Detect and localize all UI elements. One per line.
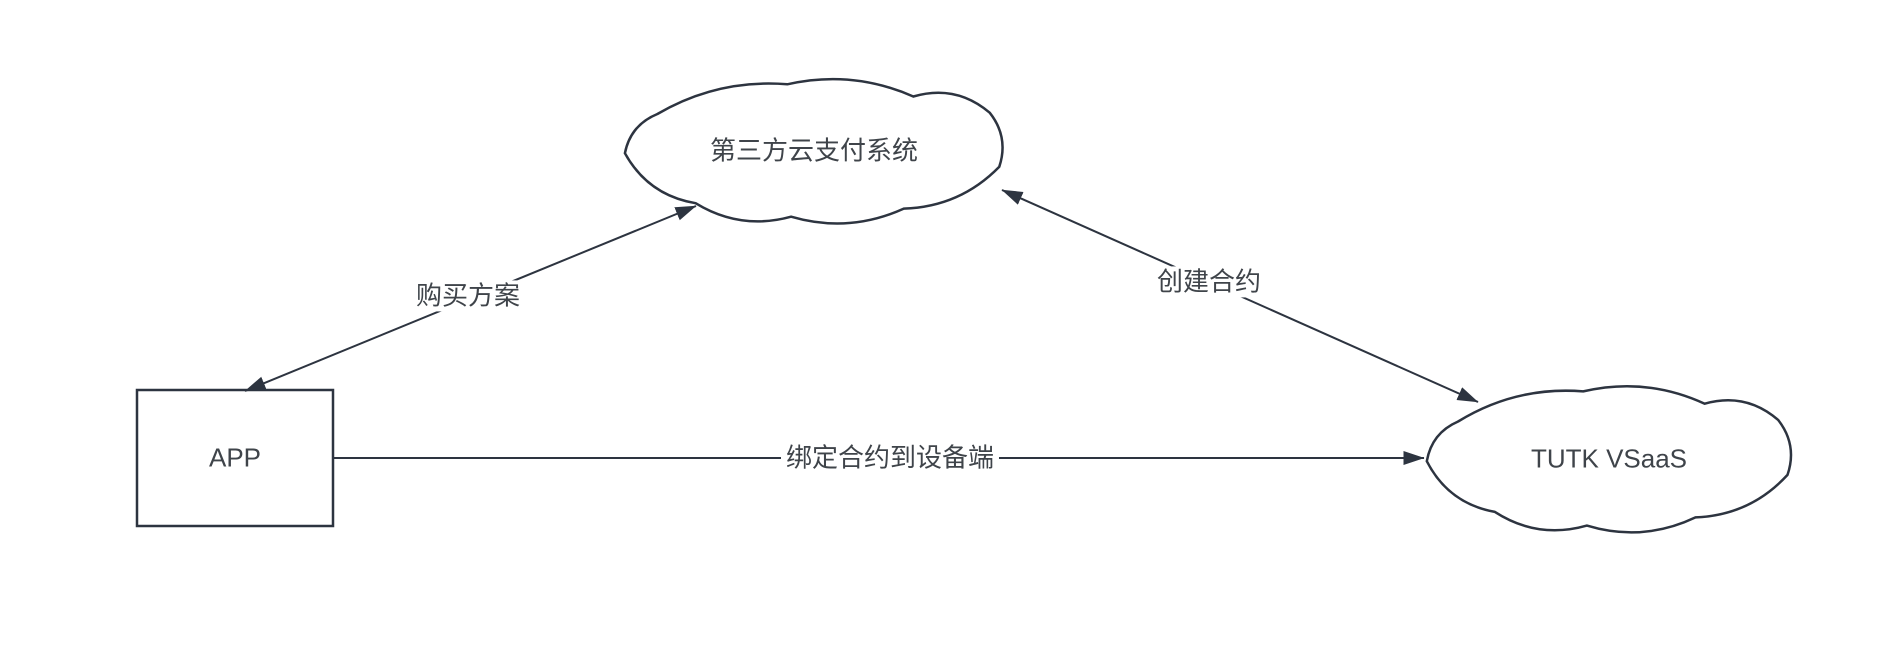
vsaas-cloud-shape [1425, 384, 1793, 534]
vsaas-cloud-label: TUTK VSaaS [1530, 442, 1688, 473]
payment-cloud-label: 第三方云支付系统 [709, 134, 919, 165]
edge-bind-contract-label: 绑定合约到设备端 [780, 442, 1000, 474]
edge-purchase-plan-label: 购买方案 [410, 280, 526, 312]
app-box-shape [135, 388, 335, 528]
app-box-label: APP [208, 442, 262, 473]
payment-cloud-shape [623, 77, 1004, 225]
edge-create-contract-label: 创建合约 [1151, 266, 1267, 298]
